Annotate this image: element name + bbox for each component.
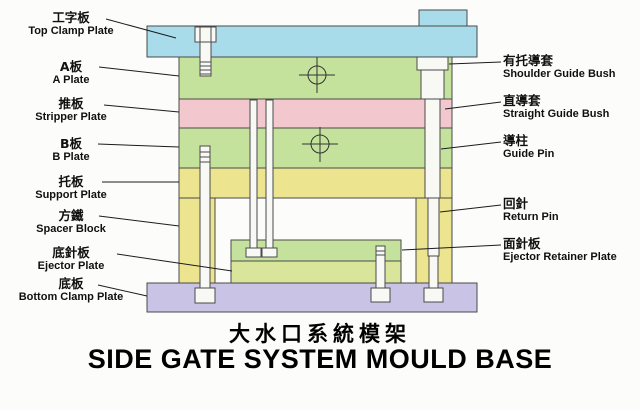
top-clamp-plate-boss — [418, 9, 468, 28]
bolt-bottom-right — [423, 255, 444, 303]
bolt-shaft — [375, 245, 386, 289]
stripper-plate — [178, 98, 453, 129]
label-b-plate-en: B Plate — [52, 151, 90, 163]
leader-line — [97, 143, 180, 148]
leader-lines — [97, 18, 502, 297]
ejector-plate — [230, 260, 402, 284]
leader-line — [98, 215, 180, 227]
screw-head — [194, 26, 217, 43]
label-support-plate-zh: 托板 — [58, 174, 84, 189]
label-b-plate: B板 B Plate — [2, 136, 140, 164]
label-ejector-plate: 底針板 Ejector Plate — [2, 245, 140, 273]
label-a-plate-zh: A板 — [59, 59, 83, 74]
ejector-pin — [249, 99, 258, 249]
support-plate — [178, 167, 453, 199]
label-top-clamp-plate-zh: 工字板 — [52, 10, 90, 25]
bolt-head — [423, 287, 444, 303]
label-support-plate: 托板 Support Plate — [2, 174, 140, 202]
leader-line — [440, 141, 502, 150]
a-plate — [178, 56, 453, 100]
straight-guide-bush — [420, 69, 445, 100]
ejector-pin — [265, 99, 274, 249]
leader-line — [444, 101, 502, 110]
leader-line — [401, 244, 502, 251]
label-stripper-plate: 推板 Stripper Plate — [2, 96, 140, 124]
label-b-plate-zh: B板 — [59, 136, 83, 151]
bolt-ejector-plates — [370, 245, 391, 303]
label-shoulder-guide-bush-en: Shoulder Guide Bush — [503, 68, 616, 80]
diagram-title-chinese: 大水口系統模架 — [229, 322, 411, 346]
center-mark-a-plate — [299, 57, 335, 93]
label-ejector-retainer-plate: 面針板 Ejector Retainer Plate — [503, 236, 639, 264]
label-shoulder-guide-bush-zh: 有托導套 — [503, 53, 554, 68]
label-guide-pin-en: Guide Pin — [503, 148, 555, 160]
return-pin — [427, 197, 440, 257]
label-straight-guide-bush-en: Straight Guide Bush — [503, 108, 610, 120]
label-spacer-block-zh: 方鐵 — [58, 208, 84, 223]
guide-pin — [424, 98, 441, 199]
leader-line — [439, 204, 502, 213]
label-stripper-plate-zh: 推板 — [58, 96, 84, 111]
label-straight-guide-bush-zh: 直導套 — [503, 93, 541, 108]
b-plate — [178, 127, 453, 169]
label-bottom-clamp-plate-zh: 底板 — [58, 276, 84, 291]
bolt-shaft — [428, 255, 439, 289]
leader-line — [448, 61, 502, 65]
label-bottom-clamp-plate: 底板 Bottom Clamp Plate — [2, 276, 140, 304]
label-return-pin-en: Return Pin — [503, 211, 559, 223]
label-bottom-clamp-plate-en: Bottom Clamp Plate — [18, 291, 124, 303]
label-ejector-retainer-plate-zh: 面針板 — [503, 236, 541, 251]
label-a-plate-en: A Plate — [52, 74, 90, 86]
label-ejector-plate-zh: 底針板 — [52, 245, 90, 260]
label-ejector-plate-en: Ejector Plate — [37, 260, 105, 272]
label-spacer-block-en: Spacer Block — [36, 223, 106, 235]
diagram-title-english: SIDE GATE SYSTEM MOULD BASE — [87, 344, 553, 374]
label-return-pin: 回針 Return Pin — [503, 196, 639, 224]
leader-line — [105, 18, 177, 39]
leader-line — [116, 253, 233, 272]
label-guide-pin: 導柱 Guide Pin — [503, 133, 639, 161]
label-top-clamp-plate: 工字板 Top Clamp Plate — [2, 10, 140, 38]
center-mark-b-plate — [302, 127, 338, 162]
label-return-pin-zh: 回針 — [503, 196, 529, 211]
ejector-pin-head — [261, 247, 278, 258]
label-top-clamp-plate-en: Top Clamp Plate — [28, 25, 114, 37]
leader-line — [97, 284, 148, 297]
label-ejector-retainer-plate-en: Ejector Retainer Plate — [503, 251, 617, 263]
bolt-head — [370, 287, 391, 303]
screw-shaft — [199, 41, 212, 77]
leader-line — [98, 66, 180, 77]
label-spacer-block: 方鐵 Spacer Block — [2, 208, 140, 236]
label-shoulder-guide-bush: 有托導套 Shoulder Guide Bush — [503, 53, 639, 81]
ejector-pin-head — [245, 247, 262, 258]
label-a-plate: A板 A Plate — [2, 59, 140, 87]
label-guide-pin-zh: 導柱 — [503, 133, 529, 148]
label-stripper-plate-en: Stripper Plate — [35, 111, 107, 123]
bolt-bottom-left — [194, 145, 216, 304]
ejector-pins — [245, 99, 278, 258]
bolt-head — [194, 287, 216, 304]
screw-top-left — [194, 26, 217, 77]
label-support-plate-en: Support Plate — [35, 189, 107, 201]
shoulder-guide-bush — [416, 56, 449, 71]
label-straight-guide-bush: 直導套 Straight Guide Bush — [503, 93, 639, 121]
leader-line — [103, 104, 180, 113]
guide-pin-assembly — [416, 56, 449, 257]
